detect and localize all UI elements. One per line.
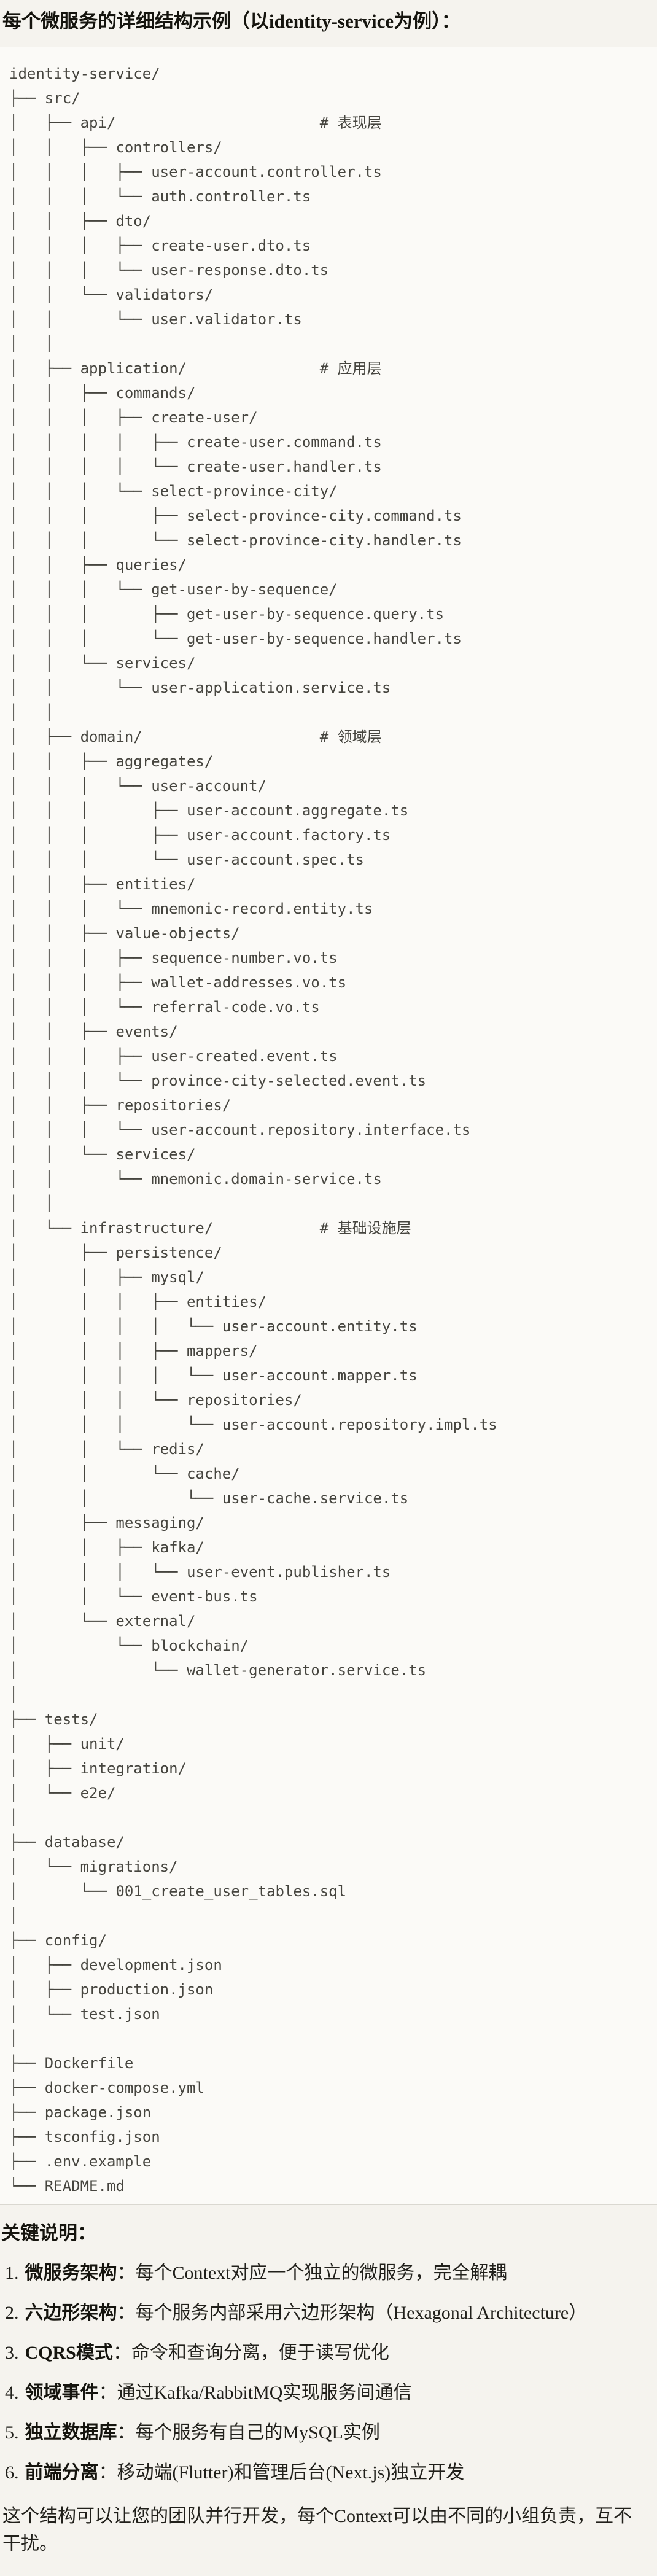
item-number: 4. — [5, 2383, 19, 2403]
item-number: 1. — [5, 2263, 19, 2283]
notes-section: 关键说明： 1. 微服务架构：每个Context对应一个独立的微服务，完全解耦 2… — [0, 2220, 657, 2576]
item-number: 2. — [5, 2303, 19, 2323]
list-item: 2. 六边形架构：每个服务内部采用六边形架构（Hexagonal Architec… — [5, 2299, 650, 2327]
closing-paragraph: 这个结构可以让您的团队并行开发，每个Context可以由不同的小组负责，互不干扰… — [2, 2506, 632, 2554]
item-desc: ：每个Context对应一个独立的微服务，完全解耦 — [117, 2263, 507, 2283]
item-term: 领域事件 — [25, 2383, 99, 2403]
item-desc: ：通过Kafka/RabbitMQ实现服务间通信 — [98, 2383, 412, 2403]
list-item: 4. 领域事件：通过Kafka/RabbitMQ实现服务间通信 — [5, 2379, 650, 2407]
item-term: 独立数据库 — [25, 2422, 117, 2443]
item-desc: ：每个服务有自己的MySQL实例 — [117, 2422, 380, 2443]
file-tree: identity-service/ ├── src/ │ ├── api/ # … — [0, 47, 657, 2205]
item-number: 3. — [5, 2343, 19, 2363]
item-term: 微服务架构 — [25, 2263, 117, 2283]
notes-title: 关键说明： — [1, 2222, 96, 2244]
item-number: 6. — [5, 2462, 19, 2483]
list-item: 1. 微服务架构：每个Context对应一个独立的微服务，完全解耦 — [5, 2259, 650, 2287]
item-number: 5. — [5, 2422, 19, 2443]
list-item: 3. CQRS模式：命令和查询分离，便于读写优化 — [5, 2339, 650, 2367]
item-desc: ：每个服务内部采用六边形架构（Hexagonal Architecture） — [117, 2303, 588, 2323]
notes-list: 1. 微服务架构：每个Context对应一个独立的微服务，完全解耦 2. 六边形架构… — [1, 2259, 650, 2486]
item-term: CQRS模式 — [25, 2343, 113, 2363]
list-item: 5. 独立数据库：每个服务有自己的MySQL实例 — [5, 2419, 650, 2446]
item-desc: ：移动端(Flutter)和管理后台(Next.js)独立开发 — [98, 2462, 465, 2483]
item-desc: ：命令和查询分离，便于读写优化 — [112, 2343, 389, 2363]
page-title: 每个微服务的详细结构示例（以identity-service为例）： — [2, 10, 461, 32]
list-item: 6. 前端分离：移动端(Flutter)和管理后台(Next.js)独立开发 — [5, 2459, 650, 2486]
item-term: 六边形架构 — [25, 2303, 117, 2323]
item-term: 前端分离 — [25, 2462, 99, 2483]
